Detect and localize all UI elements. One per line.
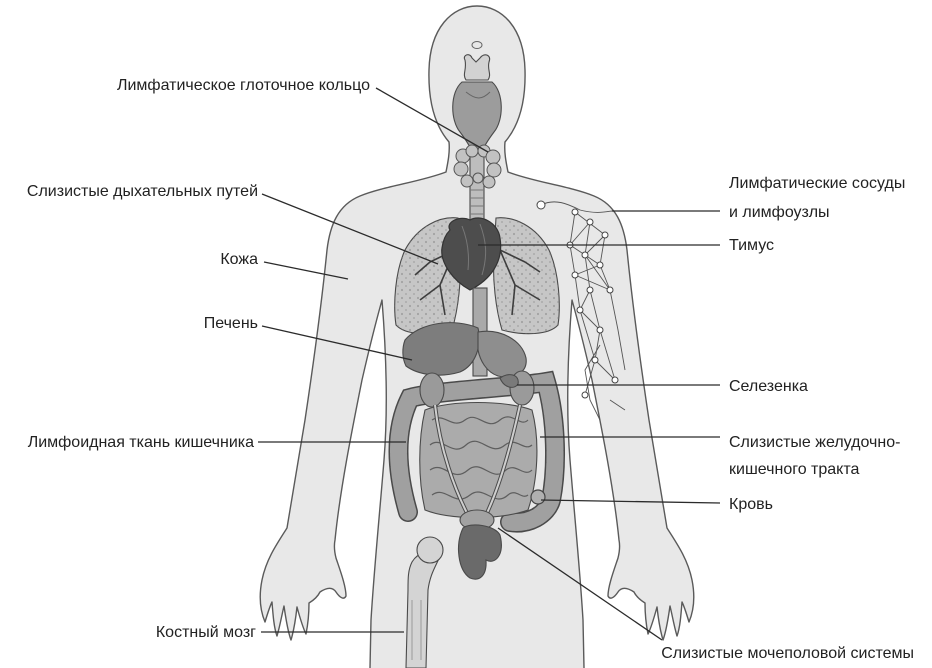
- label-gi-mucosa-line1: Слизистые желудочно-: [729, 434, 900, 451]
- lymph-node: [582, 392, 588, 398]
- lymph-node: [597, 327, 603, 333]
- label-gi-mucosa-line2: кишечного тракта: [729, 461, 859, 478]
- left-kidney: [420, 373, 444, 407]
- trachea-tube: [470, 150, 484, 228]
- label-urogenital-mucosa: Слизистые мочеполовой системы: [661, 645, 914, 662]
- trachea: [470, 150, 484, 228]
- label-gut-lymphoid-tissue: Лимфоидная ткань кишечника: [28, 434, 254, 451]
- lymph-node: [597, 262, 603, 268]
- lymph-node: [582, 252, 588, 258]
- lymph-node: [537, 201, 545, 209]
- lymph-node: [607, 287, 613, 293]
- lymph-node: [587, 287, 593, 293]
- lymph-node: [572, 272, 578, 278]
- label-spleen: Селезенка: [729, 378, 808, 395]
- label-respiratory-mucosa: Слизистые дыхательных путей: [27, 183, 258, 200]
- lymph-node: [572, 209, 578, 215]
- label-skin: Кожа: [220, 251, 258, 268]
- label-lymph-vessels-line1: Лимфатические сосуды: [729, 175, 905, 192]
- label-liver: Печень: [204, 315, 258, 332]
- lymph-node: [592, 357, 598, 363]
- label-lymph-vessels-line2: и лимфоузлы: [729, 204, 830, 221]
- lymph-node: [602, 232, 608, 238]
- lymph-node: [577, 307, 583, 313]
- lymph-node: [587, 219, 593, 225]
- lymph-node: [612, 377, 618, 383]
- label-pharyngeal-ring: Лимфатическое глоточное кольцо: [117, 77, 370, 94]
- label-thymus: Тимус: [729, 237, 774, 254]
- femur-head: [417, 537, 443, 563]
- blood-vessel: [531, 490, 545, 504]
- label-blood: Кровь: [729, 496, 773, 513]
- label-bone-marrow: Костный мозг: [156, 624, 256, 641]
